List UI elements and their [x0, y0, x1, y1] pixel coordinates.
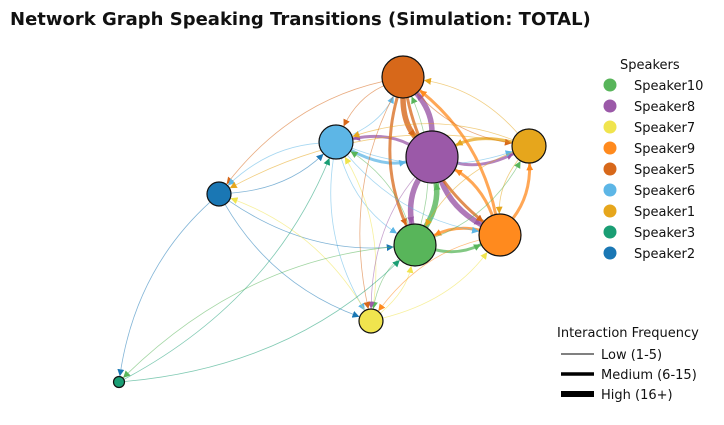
legend-marker-speaker7	[603, 120, 617, 134]
legend-label-speaker10: Speaker10	[634, 79, 703, 94]
edge-speaker5-to-speaker7	[359, 95, 394, 309]
legend-marker-speaker1	[603, 204, 617, 218]
legend-label-speaker2: Speaker2	[634, 247, 695, 262]
legend-marker-speaker9	[603, 141, 617, 155]
frequency-legend: Interaction Frequency Low (1-5) Medium (6…	[557, 326, 699, 403]
edge-speaker2-to-speaker10	[228, 200, 394, 252]
chart-title: Network Graph Speaking Transitions (Simu…	[10, 9, 591, 30]
edge-speaker1-to-speaker6	[352, 123, 514, 141]
edge-speaker6-to-speaker2	[227, 142, 320, 186]
edge-speaker1-to-speaker9	[495, 159, 519, 214]
legend-label-speaker3: Speaker3	[634, 226, 695, 241]
edge-speaker9-to-speaker7	[378, 239, 480, 312]
edge-speaker8-to-speaker5	[414, 91, 435, 134]
node-layer	[112, 55, 547, 389]
node-speaker2	[206, 181, 232, 207]
edge-speaker5-to-speaker8	[400, 95, 418, 139]
node-speaker10	[393, 223, 437, 267]
legend-label-speaker5: Speaker5	[634, 163, 695, 178]
node-speaker9	[478, 213, 522, 257]
legend-label-speaker8: Speaker8	[634, 100, 695, 115]
edge-speaker3-to-speaker6	[123, 158, 331, 380]
legend-label-speaker1: Speaker1	[634, 205, 695, 220]
edge-speaker2-to-speaker3	[117, 201, 211, 377]
edge-speaker1-to-speaker10	[425, 151, 514, 227]
edge-speaker7-to-speaker6	[344, 156, 377, 310]
edge-speaker10-to-speaker6	[350, 151, 409, 226]
legend-marker-speaker3	[603, 225, 617, 239]
edge-speaker10-to-speaker3	[123, 246, 395, 378]
frequency-legend-label-low: Low (1-5)	[601, 348, 662, 363]
legend-marker-speaker10	[603, 78, 617, 92]
node-speaker8	[405, 130, 459, 184]
node-speaker1	[511, 128, 547, 164]
legend-label-speaker9: Speaker9	[634, 142, 695, 157]
edge-speaker2-to-speaker6	[230, 153, 324, 194]
legend-label-speaker6: Speaker6	[634, 184, 695, 199]
edge-speaker3-to-speaker10	[124, 260, 400, 382]
edge-speaker7-to-speaker2	[230, 197, 366, 311]
edge-speaker1-to-speaker2	[229, 134, 513, 189]
edge-speaker6-to-speaker7	[330, 158, 365, 311]
speaker-legend-title: Speakers	[620, 58, 680, 73]
edge-speaker5-to-speaker2	[226, 81, 383, 185]
edge-speaker10-to-speaker9	[434, 243, 482, 254]
speaker-legend: Speakers Speaker10Speaker8Speaker7Speake…	[603, 58, 703, 262]
legend-marker-speaker6	[603, 183, 617, 197]
legend-marker-speaker5	[603, 162, 617, 176]
frequency-legend-title: Interaction Frequency	[557, 326, 699, 341]
edge-speaker6-to-speaker5	[351, 96, 394, 136]
edge-speaker8-to-speaker10	[407, 176, 422, 227]
edge-speaker6-to-speaker10	[340, 157, 398, 234]
legend-label-speaker7: Speaker7	[634, 121, 695, 136]
edge-speaker10-to-speaker1	[434, 161, 521, 238]
frequency-legend-label-medium: Medium (6-15)	[601, 368, 697, 383]
edge-speaker5-to-speaker6	[343, 85, 385, 127]
node-speaker5	[381, 55, 425, 99]
legend-marker-speaker8	[603, 99, 617, 113]
edge-speaker9-to-speaker5	[418, 89, 498, 216]
edge-speaker6-to-speaker9	[346, 154, 479, 234]
node-speaker6	[318, 124, 354, 160]
edge-speaker7-to-speaker9	[382, 252, 488, 319]
node-speaker3	[112, 375, 126, 389]
frequency-legend-label-high: High (16+)	[601, 388, 673, 403]
edge-layer	[117, 77, 534, 382]
edge-speaker9-to-speaker8	[454, 168, 494, 217]
edge-speaker2-to-speaker7	[224, 204, 360, 318]
edge-speaker8-to-speaker6	[352, 133, 411, 146]
edge-speaker5-to-speaker10	[388, 95, 408, 227]
edge-speaker1-to-speaker5	[424, 77, 519, 134]
node-speaker7	[358, 308, 384, 334]
legend-marker-speaker2	[603, 246, 617, 260]
edge-speaker8-to-speaker7	[367, 176, 416, 309]
edge-speaker9-to-speaker1	[511, 162, 534, 220]
